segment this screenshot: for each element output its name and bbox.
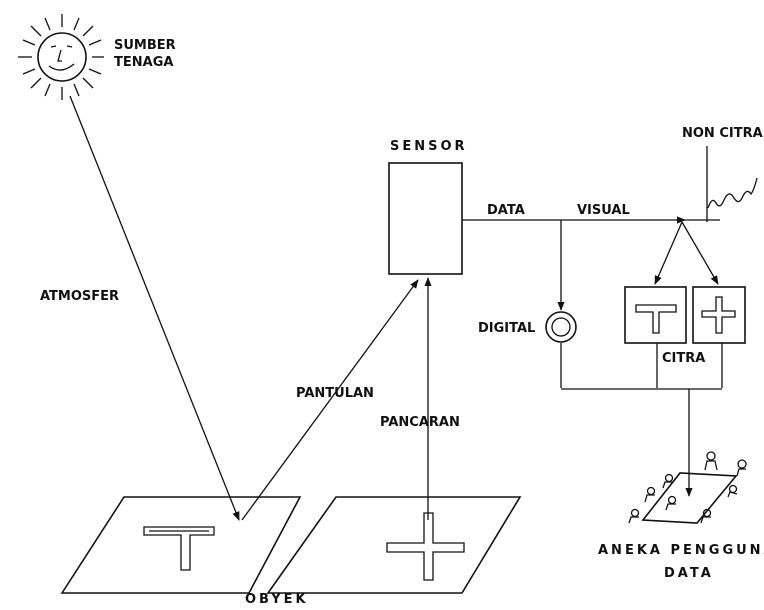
digital-disk-icon [546, 312, 576, 342]
aneka-pengguna-label: ANEKA PENGGUNA [598, 543, 764, 558]
sumber-label-line1: SUMBER [114, 38, 176, 53]
non-citra-label: NON CITRA [682, 126, 763, 141]
sensor-label: SENSOR [390, 139, 468, 154]
sumber-label-line2: TENAGA [114, 55, 173, 70]
pantulan-label: PANTULAN [296, 386, 374, 401]
non-citra-signal-curve [708, 178, 757, 208]
object-t-plane [62, 497, 300, 593]
citra-branch-arrow-left [655, 222, 682, 284]
incoming-energy-arrow [70, 96, 239, 520]
sun-icon [18, 14, 104, 100]
visual-label: VISUAL [577, 203, 630, 218]
digital-label: DIGITAL [478, 321, 535, 336]
data-label: DATA [487, 203, 525, 218]
obyek-label: OBYEK [245, 592, 309, 605]
atmosfer-label: ATMOSFER [40, 289, 119, 304]
citra-image-t [625, 287, 686, 343]
object-cross-plane [268, 497, 520, 593]
citra-branch-arrow-right [682, 222, 718, 284]
pancaran-label: PANCARAN [380, 415, 460, 430]
citra-label: CITRA [662, 351, 705, 366]
citra-image-cross [693, 287, 745, 343]
data-users-label: DATA [664, 566, 714, 581]
sensor-box [389, 163, 462, 274]
users-table-icon [629, 452, 746, 523]
